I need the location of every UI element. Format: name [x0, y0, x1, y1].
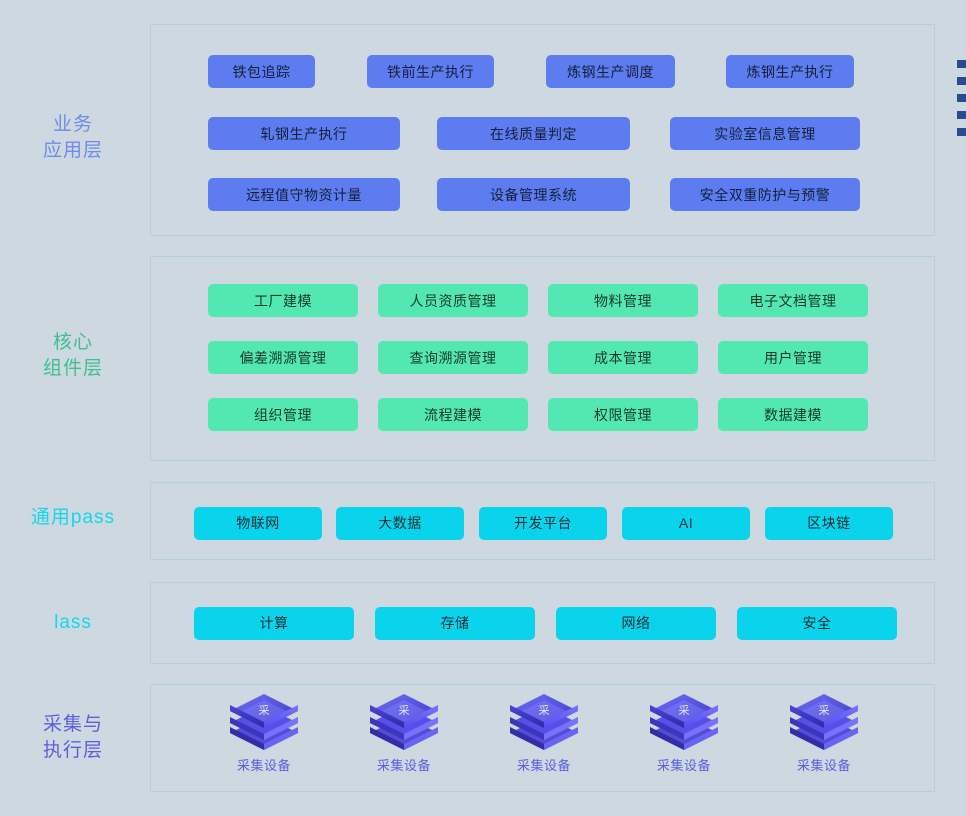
paas-layer-row-1: 物联网 大数据 开发平台 AI 区块链: [150, 506, 935, 540]
chip-qu-kuai-lian[interactable]: 区块链: [765, 506, 893, 540]
chip-da-shu-ju[interactable]: 大数据: [336, 506, 464, 540]
chip-tie-qian-sheng-chan-zhi-xing[interactable]: 铁前生产执行: [367, 55, 494, 88]
core-layer-row-1: 工厂建模 人员资质管理 物料管理 电子文档管理: [150, 283, 935, 318]
chip-kai-fa-ping-tai[interactable]: 开发平台: [479, 506, 607, 540]
chip-lian-gang-sheng-chan-diao-du[interactable]: 炼钢生产调度: [546, 55, 675, 88]
collect-device-icon: 采: [510, 694, 578, 750]
chip-shi-yan-shi-xin-xi-guan-li[interactable]: 实验室信息管理: [670, 117, 860, 150]
chip-zha-gang-sheng-chan-zhi-xing[interactable]: 轧钢生产执行: [208, 117, 400, 150]
device-item-4[interactable]: 采 采集设备: [614, 690, 754, 774]
chip-gong-chang-jian-mo[interactable]: 工厂建模: [208, 284, 358, 317]
iaas-layer-label: lass: [54, 612, 92, 633]
business-layer-row-2: 轧钢生产执行 在线质量判定 实验室信息管理: [150, 116, 935, 151]
collect-device-icon: 采: [650, 694, 718, 750]
core-component-layer-panel: [150, 256, 935, 461]
chip-tie-bao-zhui-zong[interactable]: 铁包追踪: [208, 55, 315, 88]
paas-layer-label: 通用pass: [30, 507, 116, 528]
business-layer-row-3: 远程值守物资计量 设备管理系统 安全双重防护与预警: [150, 177, 935, 212]
core-layer-row-3: 组织管理 流程建模 权限管理 数据建模: [150, 397, 935, 432]
device-item-3[interactable]: 采 采集设备: [474, 690, 614, 774]
collect-device-icon: 采: [790, 694, 858, 750]
chip-dian-zi-wen-dang-guan-li[interactable]: 电子文档管理: [718, 284, 868, 317]
paas-layer-panel: [150, 482, 935, 560]
collect-device-icon: 采: [230, 694, 298, 750]
chip-ai[interactable]: AI: [622, 506, 750, 540]
chip-pian-cha-su-yuan-guan-li[interactable]: 偏差溯源管理: [208, 341, 358, 374]
device-item-5[interactable]: 采 采集设备: [754, 690, 894, 774]
iaas-layer-row-1: 计算 存储 网络 安全: [150, 606, 935, 640]
chip-an-quan-shuang-zhong-fang-hu-yu-yu-jing[interactable]: 安全双重防护与预警: [670, 178, 860, 211]
svg-text:采: 采: [399, 704, 410, 717]
chip-she-bei-guan-li-xi-tong[interactable]: 设备管理系统: [437, 178, 630, 211]
device-item-2[interactable]: 采 采集设备: [334, 690, 474, 774]
device-caption: 采集设备: [516, 758, 571, 773]
core-layer-row-2: 偏差溯源管理 查询溯源管理 成本管理 用户管理: [150, 340, 935, 375]
device-caption: 采集设备: [656, 758, 711, 773]
svg-text:采: 采: [819, 704, 830, 717]
edge-marker-icon: [957, 128, 966, 136]
edge-marker-icon: [957, 77, 966, 85]
edge-marker-icon: [957, 111, 966, 119]
chip-quan-xian-guan-li[interactable]: 权限管理: [548, 398, 698, 431]
device-caption: 采集设备: [236, 758, 291, 773]
chip-cheng-ben-guan-li[interactable]: 成本管理: [548, 341, 698, 374]
collect-layer-panel: [150, 684, 935, 792]
business-layer-row-1: 铁包追踪 铁前生产执行 炼钢生产调度 炼钢生产执行: [150, 54, 935, 89]
chip-zu-zhi-guan-li[interactable]: 组织管理: [208, 398, 358, 431]
chip-an-quan[interactable]: 安全: [737, 606, 897, 640]
svg-text:采: 采: [539, 704, 550, 717]
device-item-1[interactable]: 采 采集设备: [194, 690, 334, 774]
chip-ren-yuan-zi-zhi-guan-li[interactable]: 人员资质管理: [378, 284, 528, 317]
svg-text:采: 采: [259, 704, 270, 717]
device-caption: 采集设备: [796, 758, 851, 773]
business-layer-panel: [150, 24, 935, 236]
svg-text:采: 采: [679, 704, 690, 717]
core-component-layer-label: 核心 组件层: [42, 332, 103, 379]
chip-ji-suan[interactable]: 计算: [194, 606, 354, 640]
collect-layer-label: 采集与 执行层: [42, 714, 103, 761]
iaas-layer-panel: [150, 582, 935, 664]
chip-wang-luo[interactable]: 网络: [556, 606, 716, 640]
chip-lian-gang-sheng-chan-zhi-xing[interactable]: 炼钢生产执行: [726, 55, 854, 88]
chip-cha-xun-su-yuan-guan-li[interactable]: 查询溯源管理: [378, 341, 528, 374]
collect-device-icon: 采: [370, 694, 438, 750]
collect-device-row: 采 采集设备 采 采集设备: [150, 690, 935, 788]
business-layer-label: 业务 应用层: [42, 114, 103, 161]
chip-wu-liao-guan-li[interactable]: 物料管理: [548, 284, 698, 317]
device-caption: 采集设备: [376, 758, 431, 773]
chip-cun-chu[interactable]: 存储: [375, 606, 535, 640]
chip-yong-hu-guan-li[interactable]: 用户管理: [718, 341, 868, 374]
chip-yuan-cheng-zhi-shou-wu-zi-ji-liang[interactable]: 远程值守物资计量: [208, 178, 400, 211]
edge-marker-icon: [957, 94, 966, 102]
chip-zai-xian-zhi-liang-pan-ding[interactable]: 在线质量判定: [437, 117, 630, 150]
chip-shu-ju-jian-mo[interactable]: 数据建模: [718, 398, 868, 431]
chip-liu-cheng-jian-mo[interactable]: 流程建模: [378, 398, 528, 431]
edge-marker-icon: [957, 60, 966, 68]
edge-marker-list: [950, 60, 966, 136]
chip-wu-lian-wang[interactable]: 物联网: [194, 506, 322, 540]
